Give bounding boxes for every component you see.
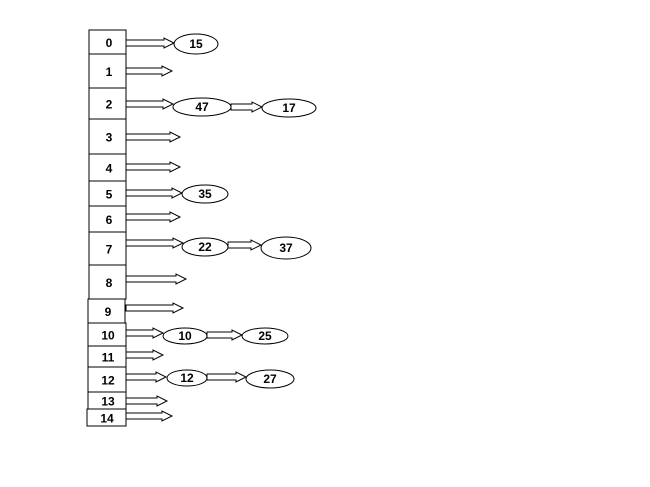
pointer-arrow xyxy=(125,302,185,314)
hash-slot-5: 5 35 xyxy=(88,180,229,207)
chain-node: 12 xyxy=(166,369,208,387)
chain-node: 27 xyxy=(245,369,295,389)
table-cell xyxy=(88,87,127,120)
chain-node: 22 xyxy=(181,237,229,257)
node-value: 37 xyxy=(279,241,293,255)
chain-node: 15 xyxy=(173,33,219,55)
hash-slot-3: 3 xyxy=(88,118,182,155)
link-arrow xyxy=(230,101,264,113)
node-ellipse xyxy=(245,369,295,389)
node-ellipse xyxy=(172,97,232,117)
node-ellipse xyxy=(260,236,312,260)
pointer-arrow xyxy=(125,395,169,407)
slot-index-label: 4 xyxy=(106,162,113,176)
node-ellipse xyxy=(162,327,208,345)
hash-slot-8: 8 xyxy=(88,264,188,300)
slot-index-label: 8 xyxy=(106,276,113,290)
hash-slot-11: 11 xyxy=(87,345,165,368)
pointer-arrow xyxy=(125,273,188,285)
table-cell xyxy=(88,53,127,89)
slot-index-label: 9 xyxy=(105,305,112,319)
node-value: 25 xyxy=(258,329,272,343)
chain-node: 47 xyxy=(172,97,232,117)
chain-node: 37 xyxy=(260,236,312,260)
node-ellipse xyxy=(181,184,229,204)
node-ellipse xyxy=(181,237,229,257)
pointer-arrow xyxy=(125,211,182,223)
hash-slot-2: 2 47 17 xyxy=(88,87,317,120)
chain-node: 17 xyxy=(261,98,317,118)
hash-slot-12: 12 12 27 xyxy=(87,366,295,393)
slot-index-label: 2 xyxy=(106,98,113,112)
slot-index-label: 0 xyxy=(106,36,113,50)
node-value: 35 xyxy=(198,187,212,201)
pointer-arrow xyxy=(125,327,165,339)
hash-slot-13: 13 xyxy=(87,391,169,410)
slot-index-label: 1 xyxy=(106,65,113,79)
chain-node: 10 xyxy=(162,327,208,345)
slot-index-label: 3 xyxy=(106,131,113,145)
node-value: 10 xyxy=(178,329,192,343)
pointer-arrow xyxy=(125,65,174,77)
node-value: 47 xyxy=(195,100,209,114)
slot-index-label: 13 xyxy=(101,395,115,409)
node-value: 27 xyxy=(263,372,277,386)
hash-slot-10: 10 10 25 xyxy=(87,322,289,347)
link-arrow xyxy=(227,239,263,251)
slot-index-label: 11 xyxy=(102,351,115,365)
chain-node: 25 xyxy=(241,327,289,345)
node-value: 15 xyxy=(189,37,203,51)
node-ellipse xyxy=(166,369,208,387)
pointer-arrow xyxy=(125,37,176,49)
node-value: 17 xyxy=(282,101,296,115)
pointer-arrow xyxy=(125,98,175,110)
node-ellipse xyxy=(241,327,289,345)
slot-index-label: 5 xyxy=(106,188,113,202)
slot-index-label: 6 xyxy=(106,213,113,227)
pointer-arrow xyxy=(125,131,182,143)
hash-slot-9: 9 xyxy=(87,298,185,324)
hash-slot-4: 4 xyxy=(88,153,182,182)
hash-slot-7: 7 22 37 xyxy=(88,231,312,266)
pointer-arrow xyxy=(125,161,182,173)
hash-slot-14: 14 xyxy=(86,408,174,427)
slot-index-label: 12 xyxy=(101,374,115,388)
node-ellipse xyxy=(173,33,219,55)
pointer-arrow xyxy=(125,237,185,249)
table-cell xyxy=(88,205,127,233)
node-ellipse xyxy=(261,98,317,118)
node-value: 22 xyxy=(198,240,212,254)
pointer-arrow xyxy=(125,349,165,361)
table-cell xyxy=(88,29,127,55)
chain-node: 35 xyxy=(181,184,229,204)
pointer-arrow xyxy=(125,371,168,383)
link-arrow xyxy=(206,371,248,383)
table-cell xyxy=(87,298,126,324)
pointer-arrow xyxy=(125,187,184,199)
slot-index-label: 7 xyxy=(106,243,113,257)
slot-index-label: 10 xyxy=(101,329,115,343)
hash-slot-1: 1 xyxy=(88,53,174,89)
slot-index-label: 14 xyxy=(100,412,114,426)
hash-slot-0: 0 15 xyxy=(88,29,219,55)
node-value: 12 xyxy=(180,371,194,385)
link-arrow xyxy=(206,329,244,341)
hash-slot-6: 6 xyxy=(88,205,182,233)
pointer-arrow xyxy=(125,410,174,422)
